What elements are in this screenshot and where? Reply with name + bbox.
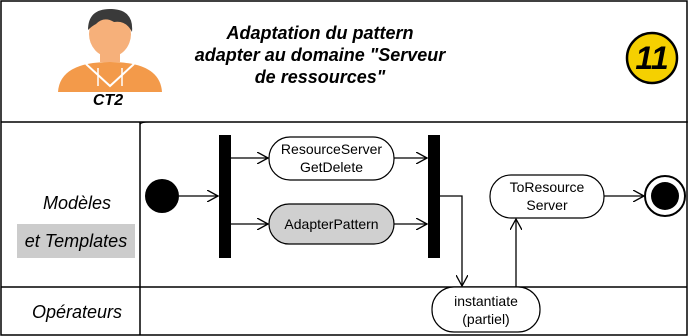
- join-bar: [428, 135, 440, 258]
- title-line: Adaptation du pattern: [226, 23, 414, 43]
- title-line: de ressources": [254, 67, 386, 87]
- node-label-line: ToResource: [509, 179, 585, 195]
- step-badge: [625, 31, 679, 85]
- node-label-line: (partiel): [462, 311, 510, 327]
- title-line: adapter au domaine "Serveur: [194, 45, 446, 65]
- lane-label-operators: Opérateurs: [31, 302, 123, 322]
- node-label-line: ResourceServer: [280, 141, 383, 157]
- lane-label-templates: et Templates: [17, 224, 135, 258]
- final-node: [651, 182, 679, 210]
- instantiate-node: [431, 286, 541, 333]
- fork-bar: [219, 135, 231, 258]
- flow-join-instantiate: [440, 195, 462, 286]
- user-avatar-icon: [58, 8, 162, 92]
- lane-content-border: [139, 121, 688, 126]
- instantiate-label: instantiate (partiel): [432, 292, 540, 328]
- initial-node: [145, 179, 179, 213]
- node-label-line: GetDelete: [299, 159, 364, 175]
- to-resource-server-label: ToResource Server: [490, 178, 604, 214]
- step-badge-number: 11: [635, 40, 669, 76]
- node-label-line: Server: [526, 197, 568, 213]
- adapter-pattern-label: AdapterPattern: [284, 216, 379, 232]
- resource-server-label: ResourceServer GetDelete: [269, 140, 394, 176]
- user-label: CT2: [92, 92, 124, 109]
- lane-label-models: Modèles: [42, 193, 112, 213]
- diagram-title: Adaptation du pattern adapter au domaine…: [160, 22, 480, 88]
- node-label-line: instantiate: [454, 293, 518, 309]
